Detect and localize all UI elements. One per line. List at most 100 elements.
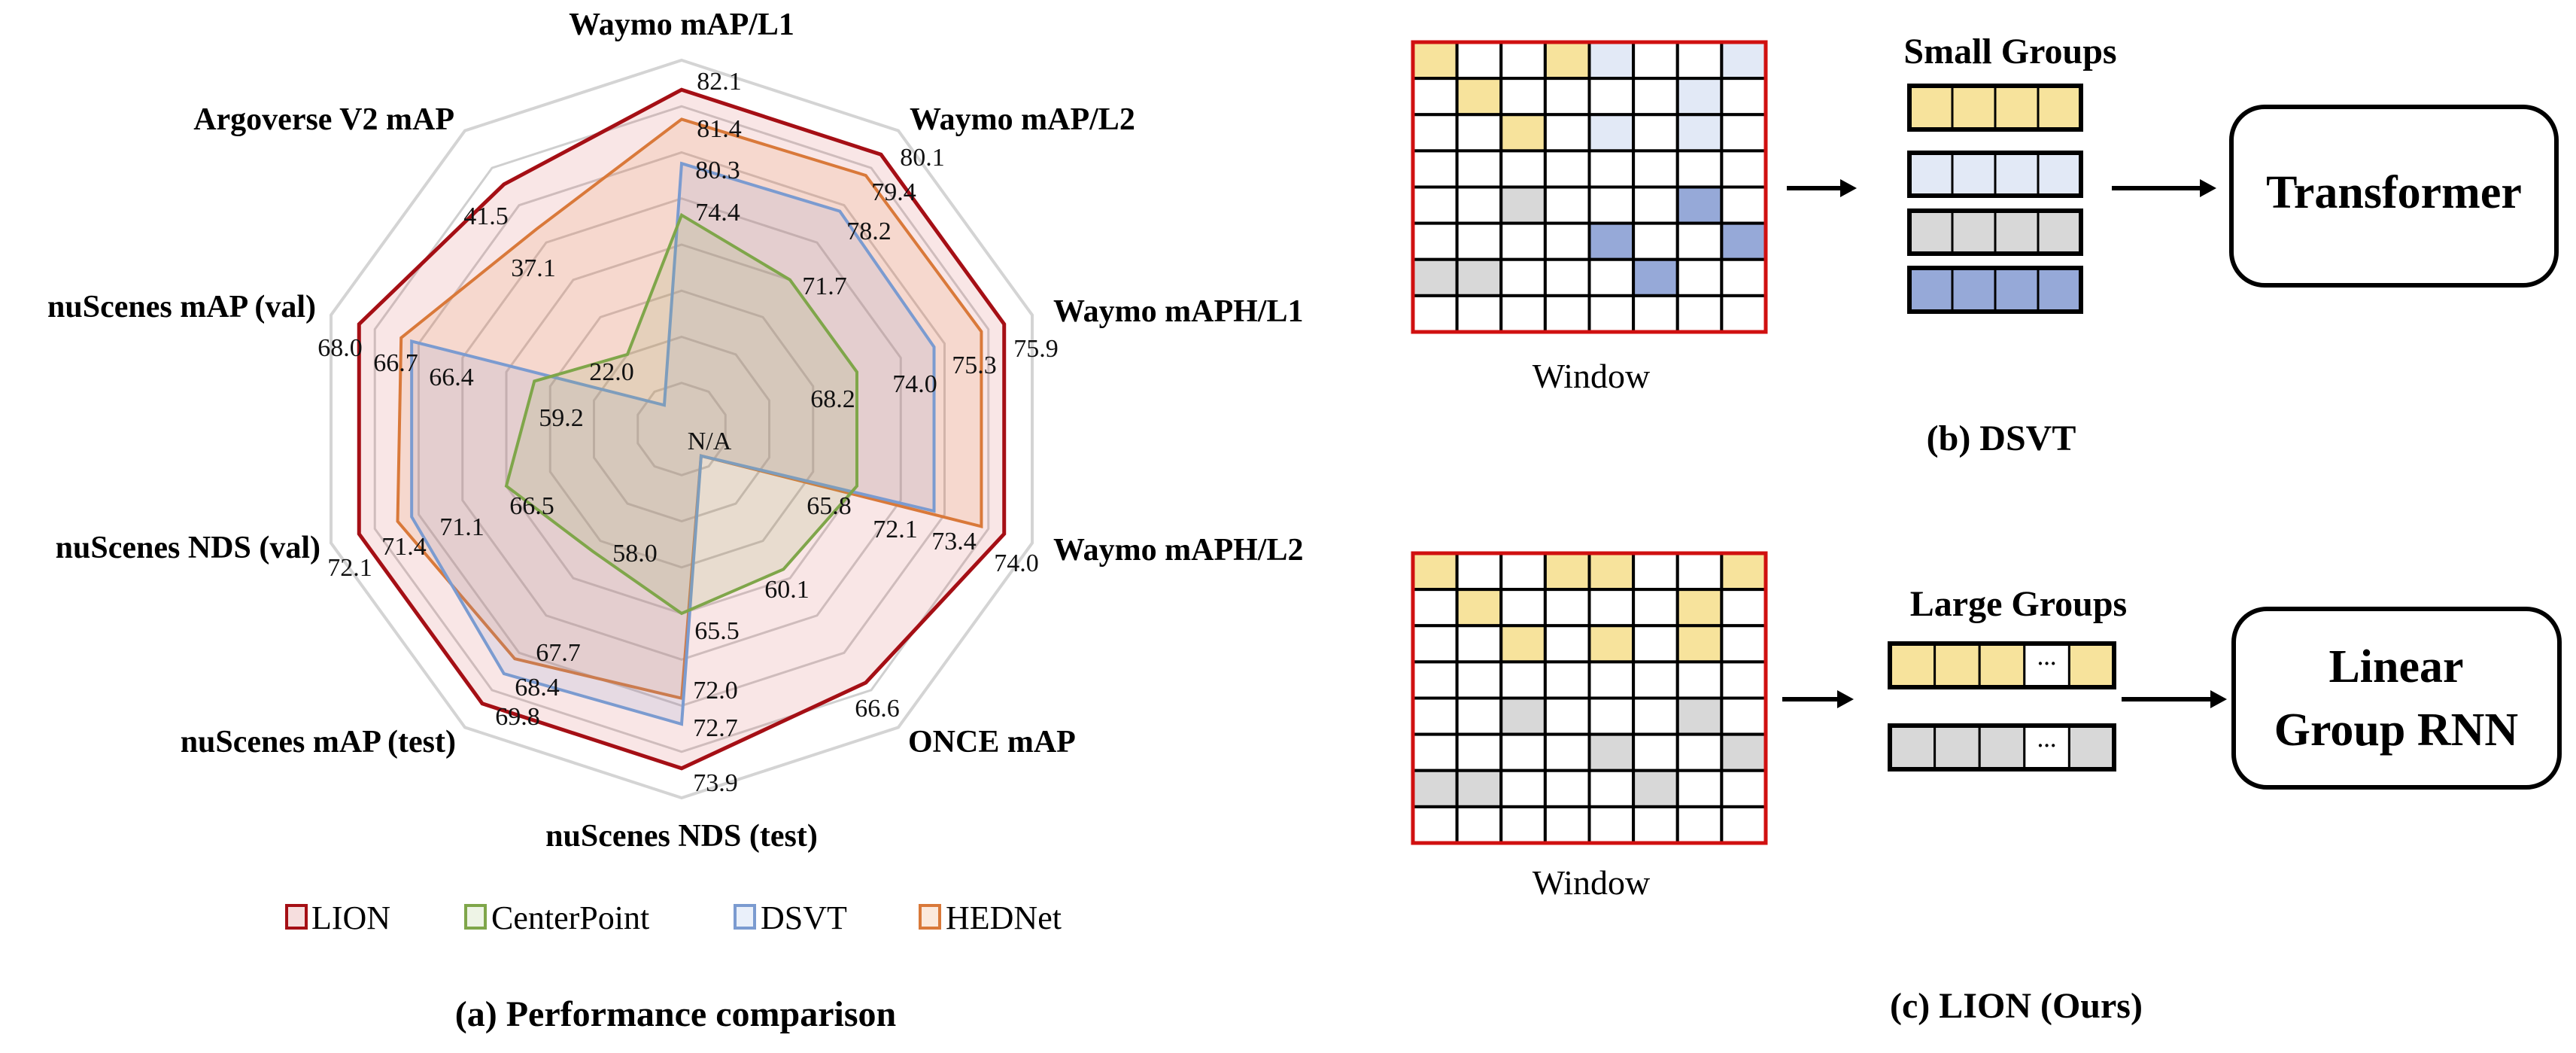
- grid-cell: [1455, 41, 1503, 81]
- grid-cell: [1675, 768, 1724, 808]
- grid-cell: [1587, 588, 1636, 628]
- value-label-hednet: 67.7: [536, 639, 581, 667]
- grid-cell: [1499, 768, 1547, 808]
- grid-cell: [1499, 185, 1547, 225]
- grid-cell: [1632, 588, 1679, 628]
- token-cell: [1908, 209, 1954, 255]
- value-label-centerpoint: 65.8: [807, 492, 852, 520]
- token-cell: [1994, 266, 2040, 313]
- grid-cell: [1543, 149, 1591, 189]
- grid-cell: [1455, 552, 1503, 592]
- grid-cell: [1455, 732, 1503, 772]
- grid-cell: [1675, 588, 1724, 628]
- token-cell: [2023, 642, 2070, 689]
- value-label-lion: 75.9: [1013, 335, 1059, 363]
- axis-title-argoverse-v2-map: Argoverse V2 mAP: [193, 102, 454, 137]
- value-label-dsvt: 72.1: [873, 516, 918, 543]
- grid-cell: [1411, 696, 1459, 736]
- radar-grid-ring: [461, 197, 902, 661]
- grid-cell: [1587, 768, 1636, 808]
- legend-label-lion: LION: [311, 899, 390, 936]
- value-label-lion: 41.5: [463, 202, 509, 230]
- token-cell: [1978, 642, 2026, 689]
- grid-cell: [1720, 624, 1767, 664]
- grid-cell: [1499, 221, 1547, 261]
- axis-title-nuscenes-nds-test: nuScenes NDS (test): [545, 819, 818, 854]
- grid-cell: [1411, 41, 1459, 81]
- grid-cell: [1675, 660, 1724, 700]
- grid-cell: [1587, 41, 1636, 81]
- window-grid: [1411, 40, 1768, 334]
- grid-cell: [1632, 221, 1679, 261]
- grid-cell: [1675, 696, 1724, 736]
- legend-label-hednet: HEDNet: [946, 899, 1062, 936]
- caption-c: (c) LION (Ours): [1890, 986, 2143, 1026]
- token-cell: [1908, 84, 1954, 131]
- token-cell: [1994, 209, 2040, 255]
- axis-title-waymo-maph-l2: Waymo mAPH/L2: [1053, 533, 1304, 568]
- grid-cell: [1543, 696, 1591, 736]
- window-grid: [1411, 551, 1768, 845]
- axis-title-nuscenes-nds-val: nuScenes NDS (val): [56, 531, 320, 565]
- grid-cell: [1499, 805, 1547, 845]
- grid-cell: [1675, 257, 1724, 297]
- grid-cell: [1499, 257, 1547, 297]
- grid-cell: [1720, 588, 1767, 628]
- grid-cell: [1455, 257, 1503, 297]
- lion-diagram: Window Large Groups ······ Linear Group …: [1411, 551, 2562, 1026]
- grid-cell: [1499, 41, 1547, 81]
- caption-a: (a) Performance comparison: [455, 994, 896, 1034]
- value-label-hednet: 66.7: [373, 349, 418, 377]
- grid-cell: [1411, 768, 1459, 808]
- grid-cell: [1411, 732, 1459, 772]
- grid-cell: [1675, 294, 1724, 333]
- grid-cell: [1675, 41, 1724, 81]
- grid-cell: [1720, 77, 1767, 117]
- value-label-centerpoint: 68.2: [810, 385, 855, 413]
- legend-swatch-lion: [285, 904, 308, 930]
- radar-grid-ring: [329, 58, 1034, 800]
- legend: LION CenterPoint DSVT HEDNet: [285, 899, 1062, 936]
- grid-cell: [1720, 221, 1767, 261]
- grid-cell: [1411, 624, 1459, 664]
- grid-cell: [1720, 41, 1767, 81]
- value-label-dsvt: 72.7: [693, 714, 738, 742]
- grid-cell: [1675, 149, 1724, 189]
- grid-cell: [1543, 77, 1591, 117]
- axis-title-waymo-map-l2: Waymo mAP/L2: [910, 102, 1135, 137]
- radar-value-labels: 82.180.175.974.066.673.969.872.168.041.5…: [317, 68, 1059, 797]
- grid-cell: [1543, 624, 1591, 664]
- group-outline: [1888, 641, 2116, 689]
- ellipsis-icon: ···: [2037, 735, 2057, 756]
- value-label-dsvt: 80.3: [695, 157, 740, 184]
- grid-cell: [1632, 41, 1679, 81]
- large-groups: ······: [1888, 641, 2116, 771]
- value-label-hednet: 72.0: [693, 677, 738, 705]
- grid-cell: [1675, 185, 1724, 225]
- grid-cell: [1587, 113, 1636, 153]
- token-cell: [1994, 84, 2040, 131]
- grid-cell: [1411, 185, 1459, 225]
- value-label-centerpoint: 60.1: [764, 576, 810, 604]
- axis-titles: Waymo mAP/L1 Waymo mAP/L2 Waymo mAPH/L1 …: [47, 8, 1304, 854]
- grid-cell: [1411, 294, 1459, 333]
- grid-cell: [1675, 113, 1724, 153]
- radar-chart: 82.180.175.974.066.673.969.872.168.041.5…: [47, 8, 1304, 1034]
- token-cell: [2067, 724, 2116, 771]
- value-label-centerpoint: 71.7: [802, 272, 847, 300]
- grid-cell: [1499, 294, 1547, 333]
- linear-group-rnn-block: [2231, 607, 2562, 790]
- window-border: [1411, 40, 1768, 334]
- grid-cell: [1632, 77, 1679, 117]
- grid-cell: [1543, 588, 1591, 628]
- grid-cell: [1675, 552, 1724, 592]
- value-label-dsvt: 71.1: [439, 513, 485, 541]
- grid-cell: [1411, 149, 1459, 189]
- grid-cell: [1543, 805, 1591, 845]
- axis-title-waymo-map-l1: Waymo mAP/L1: [569, 8, 794, 42]
- grid-cell: [1455, 768, 1503, 808]
- value-label-centerpoint: 58.0: [612, 540, 658, 568]
- token-cell: [1888, 642, 1937, 689]
- grid-cell: [1543, 185, 1591, 225]
- radar-series: [357, 87, 1007, 771]
